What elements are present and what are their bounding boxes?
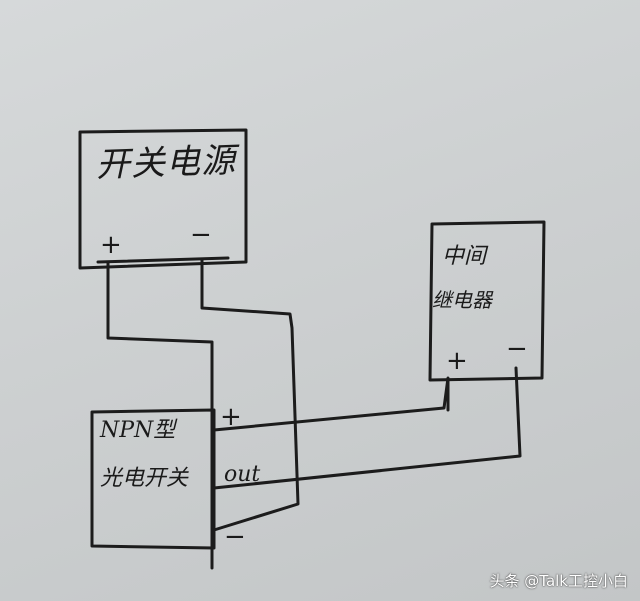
relay-plus-terminal: + (446, 346, 468, 376)
relay-label-line2: 继电器 (432, 288, 492, 312)
power-supply-box (78, 128, 248, 270)
relay-minus-terminal: − (506, 334, 528, 364)
power-supply-minus-terminal: − (190, 220, 212, 250)
relay-label-line1: 中间 (442, 244, 487, 269)
sensor-plus-terminal: + (220, 402, 242, 432)
sensor-out-terminal: out (224, 462, 261, 487)
wire-psu-minus-to-sensor-minus (200, 258, 300, 532)
watermark: 头条 @Talk工控小白 (489, 572, 629, 590)
sensor-label-line2: 光电开关 (100, 466, 189, 491)
power-supply-label: 开关电源 (95, 140, 237, 186)
power-supply-plus-terminal: + (100, 230, 122, 260)
wire-psu-plus-to-sensor-plus (106, 260, 214, 570)
sensor-box (90, 408, 216, 550)
sensor-label-line1: NPN型 (100, 418, 176, 443)
relay-box (428, 220, 546, 382)
power-supply-terminal-bar (96, 256, 230, 264)
wire-sensor-plus-to-relay-plus (212, 376, 450, 432)
sensor-minus-terminal: − (224, 522, 246, 552)
wire-sensor-out-to-relay-minus (212, 366, 522, 490)
